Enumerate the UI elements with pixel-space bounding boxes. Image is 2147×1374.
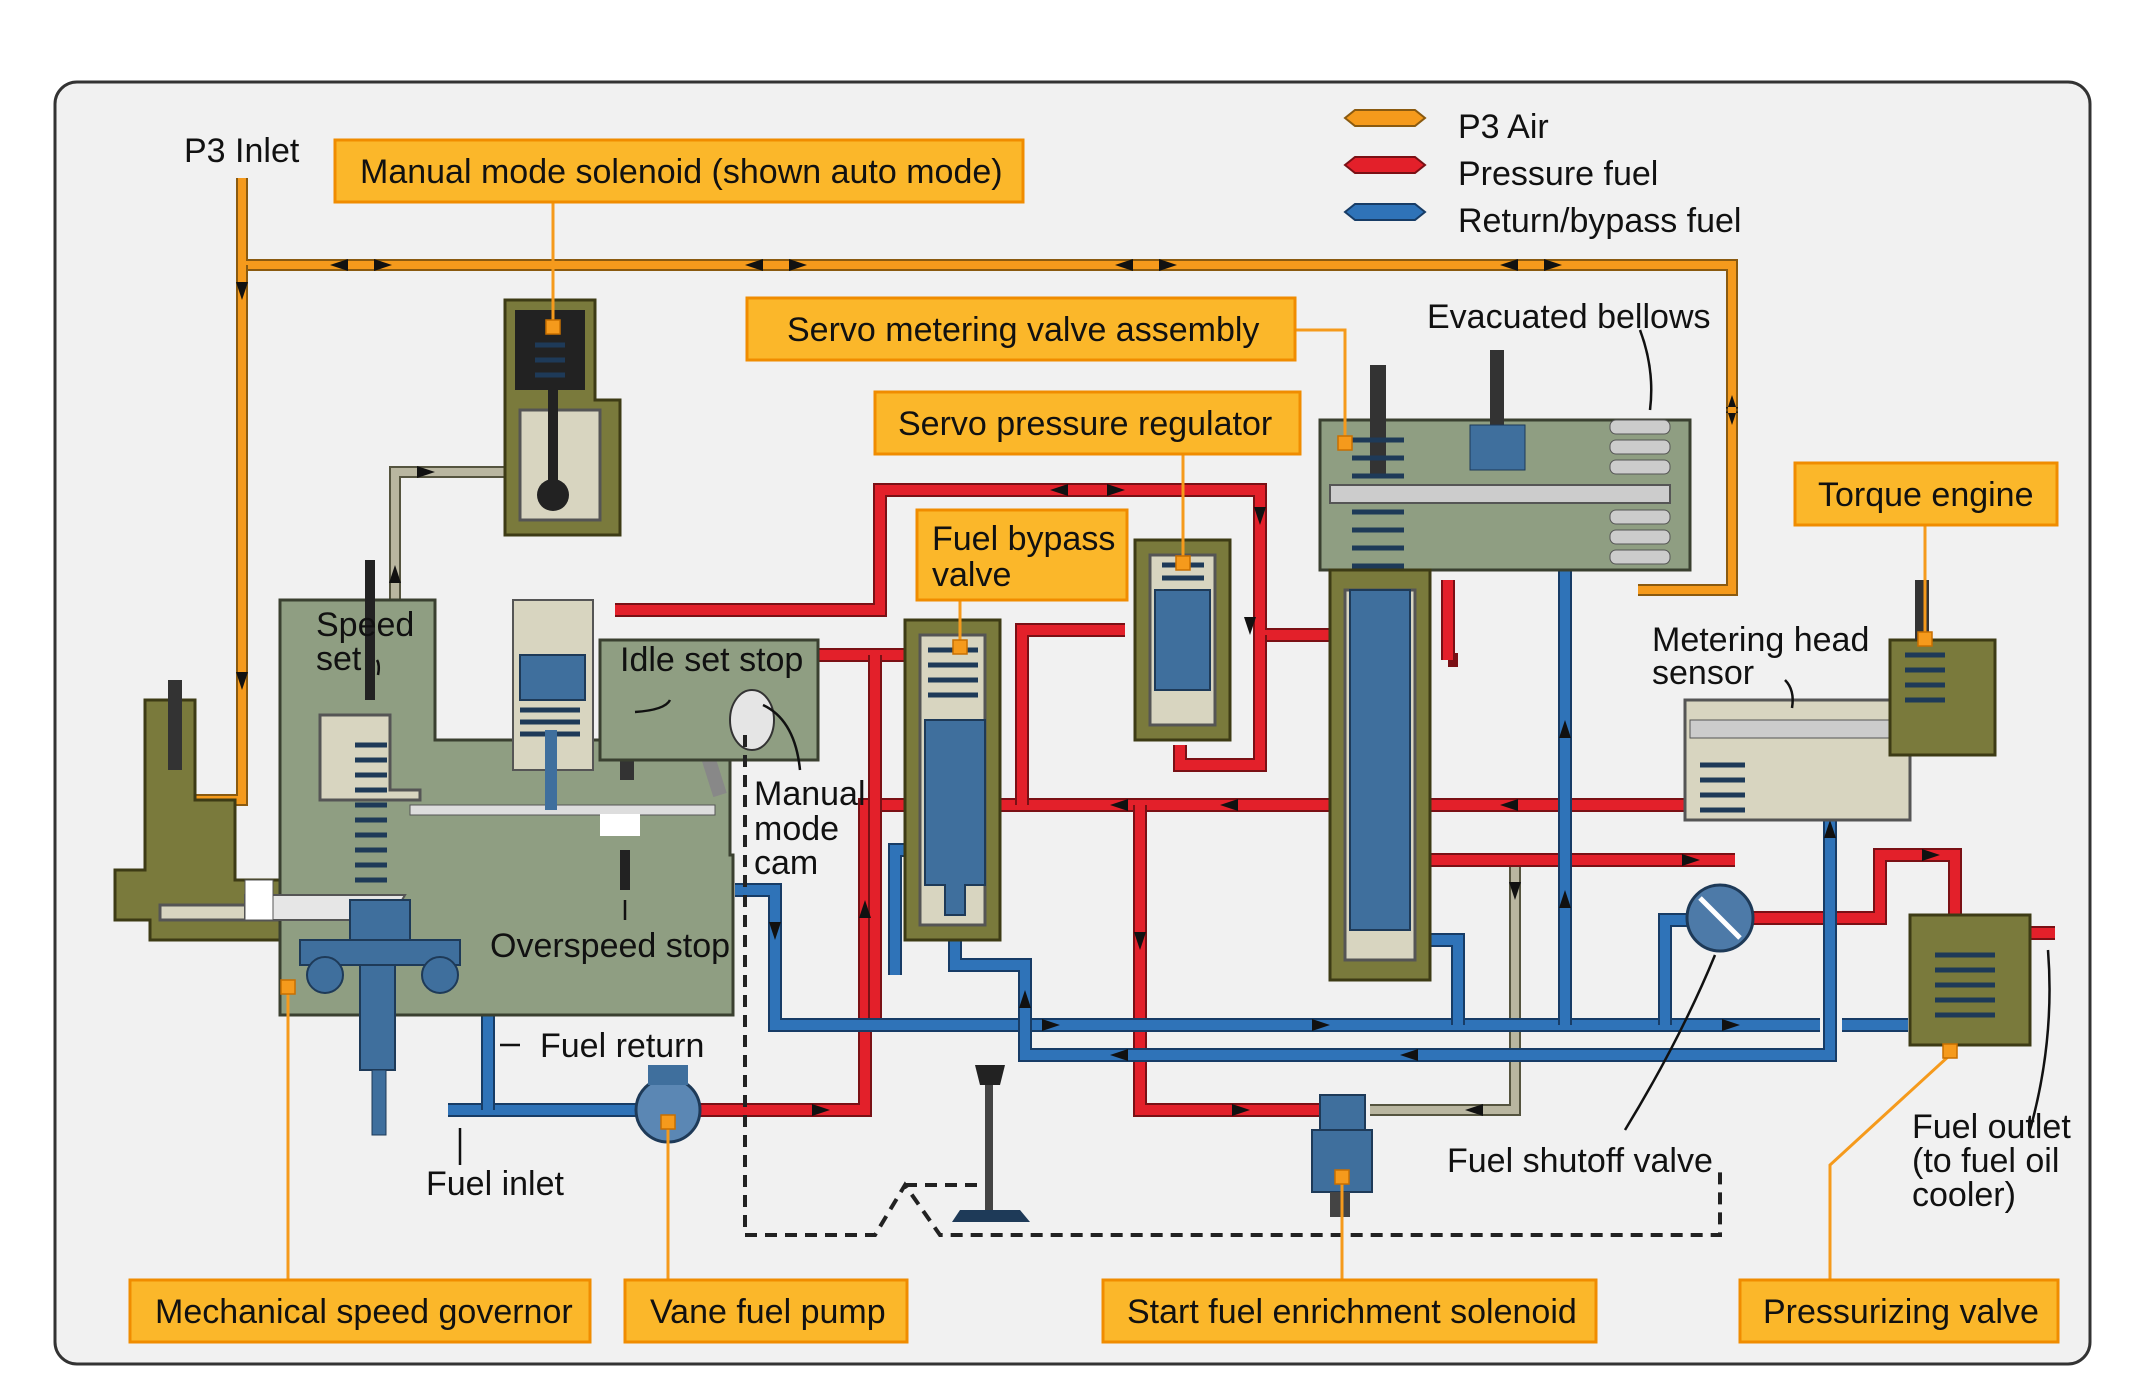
p3-inlet-label: P3 Inlet [184, 132, 300, 170]
manual-mode-solenoid [503, 298, 622, 810]
label-pressurizing-valve: Pressurizing valve [1738, 1278, 2060, 1344]
label-servo-metering-valve: Servo metering valve assembly [745, 296, 1297, 362]
start-fuel-enrichment-text: Start fuel enrichment solenoid [1127, 1293, 1577, 1331]
pressurizing-valve-body [1908, 913, 2032, 1047]
pressure-fuel-lines [615, 483, 2055, 1117]
label-mechanical-speed-governor: Mechanical speed governor [128, 1278, 592, 1344]
fuel-bypass-valve-text-1: Fuel bypass [932, 520, 1115, 558]
vane-fuel-pump-text: Vane fuel pump [650, 1293, 886, 1331]
evacuated-bellows-label: Evacuated bellows [1427, 298, 1711, 336]
fuel-inlet-label: Fuel inlet [426, 1165, 565, 1203]
legend-swatch-return-fuel [1343, 203, 1427, 221]
power-lever-linkage [743, 735, 1722, 1237]
fuel-bypass-valve-text-2: valve [932, 556, 1011, 594]
label-torque-engine: Torque engine [1793, 461, 2059, 527]
evacuated-bellows-stack [1609, 419, 1671, 565]
metering-head-sensor-label-1: Metering head [1652, 621, 1869, 659]
servo-pressure-regulator-text: Servo pressure regulator [898, 405, 1272, 443]
manual-mode-cam-label-1: Manual [754, 775, 866, 813]
fuel-bypass-valve-body [903, 618, 1002, 942]
fuel-outlet-label-1: Fuel outlet [1912, 1108, 2071, 1146]
overspeed-stop-label: Overspeed stop [490, 927, 730, 965]
leader-lines [280, 202, 1958, 1285]
fuel-return-label: Fuel return [540, 1027, 704, 1065]
pressurizing-valve-text: Pressurizing valve [1763, 1293, 2039, 1331]
servo-metering-valve-text: Servo metering valve assembly [787, 311, 1259, 349]
idle-set-stop-label: Idle set stop [620, 641, 803, 679]
legend-label-p3-air: P3 Air [1458, 108, 1549, 146]
legend-label-pressure-fuel: Pressure fuel [1458, 155, 1658, 193]
torque-engine-text: Torque engine [1818, 476, 2034, 514]
manual-mode-solenoid-text: Manual mode solenoid (shown auto mode) [360, 153, 1003, 191]
manual-mode-cam-label-3: cam [754, 844, 818, 882]
label-servo-pressure-regulator: Servo pressure regulator [873, 390, 1302, 456]
label-start-fuel-enrichment: Start fuel enrichment solenoid [1101, 1278, 1598, 1344]
manual-mode-cam-label-2: mode [754, 810, 839, 848]
legend-label-return-fuel: Return/bypass fuel [1458, 202, 1742, 240]
fuel-shutoff-valve-label: Fuel shutoff valve [1447, 1142, 1713, 1180]
pointer-lines [375, 329, 2051, 1165]
label-vane-fuel-pump: Vane fuel pump [623, 1278, 909, 1344]
label-manual-mode-solenoid: Manual mode solenoid (shown auto mode) [333, 138, 1025, 204]
servo-pressure-regulator-body [1133, 538, 1232, 742]
metering-head-sensor-body [1683, 698, 1912, 822]
fuel-outlet-label-2: (to fuel oil [1912, 1142, 2059, 1180]
manual-mode-cam [598, 638, 820, 762]
legend-swatch-pressure-fuel [1343, 156, 1427, 174]
fuel-outlet-label-3: cooler) [1912, 1176, 2016, 1214]
return-fuel-lines [448, 500, 1908, 1117]
legend-swatch-p3-air [1343, 109, 1427, 127]
fuel-shutoff-valve-body [1685, 883, 1755, 953]
speed-set-label-2: set [316, 640, 362, 678]
speed-set-label-1: Speed [316, 606, 414, 644]
servo-metering-valve-body [1318, 350, 1692, 982]
label-fuel-bypass-valve: Fuel bypass valve [915, 508, 1129, 602]
legend: P3 Air Pressure fuel Return/bypass fuel [1343, 108, 1742, 240]
metering-head-sensor-label-2: sensor [1652, 654, 1754, 692]
mechanical-speed-governor-text: Mechanical speed governor [155, 1293, 573, 1331]
